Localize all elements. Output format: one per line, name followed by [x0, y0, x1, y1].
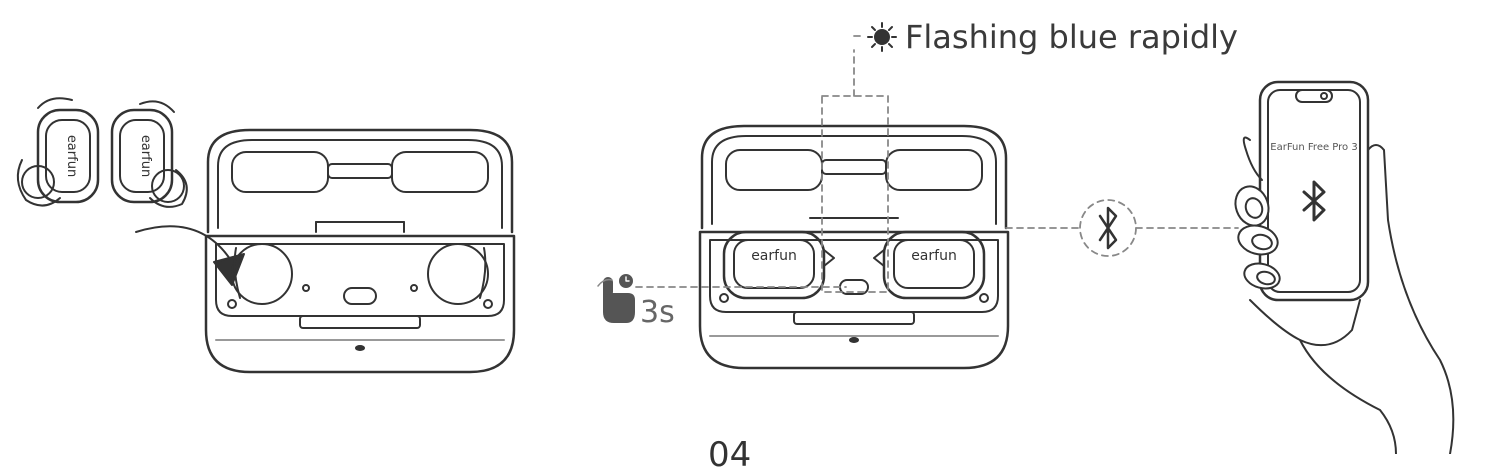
loose-right-brand: earfun	[138, 135, 153, 177]
bluetooth-icon	[1098, 206, 1118, 250]
loose-earbud-right: earfun	[110, 100, 188, 208]
led-callout	[821, 35, 889, 293]
phone: EarFun Free Pro 3	[1258, 80, 1370, 302]
hold-duration-label: 3s	[640, 295, 675, 330]
phone-device-name: EarFun Free Pro 3	[1270, 142, 1357, 153]
case-bud-right-brand: earfun	[911, 248, 957, 264]
clock-icon	[619, 274, 633, 288]
charging-case-middle: earfun earfun	[698, 124, 1010, 370]
sun-led-icon	[867, 22, 897, 52]
page-number: 04	[708, 435, 752, 475]
diagram-canvas: earfun earfun	[16, 22, 1455, 455]
pairing-diagram: earfun earfun	[16, 18, 1455, 472]
loose-earbud-left: earfun	[16, 97, 100, 207]
charging-case-left	[204, 128, 516, 374]
insert-arrow	[135, 225, 245, 286]
press-hand-icon	[597, 277, 635, 323]
loose-left-brand: earfun	[64, 135, 79, 177]
case-bud-left-brand: earfun	[751, 248, 797, 264]
phone-bluetooth-icon	[1302, 180, 1326, 222]
bluetooth-link	[1005, 199, 1239, 257]
led-status-label: Flashing blue rapidly	[905, 18, 1238, 56]
hand	[1234, 136, 1455, 455]
